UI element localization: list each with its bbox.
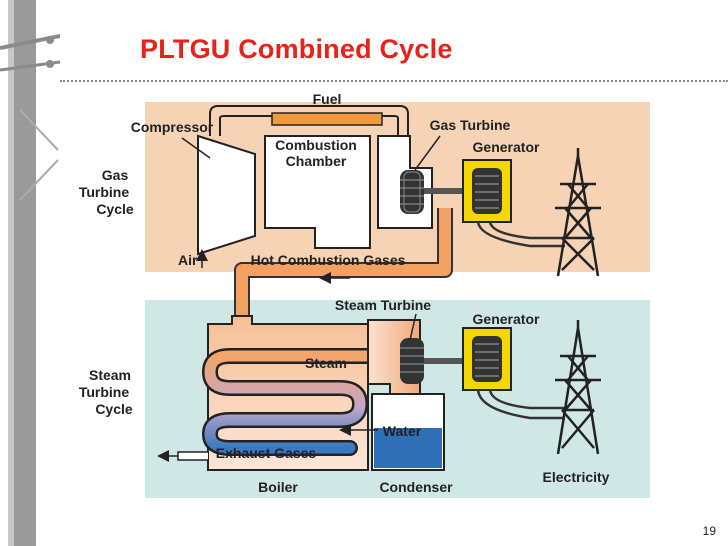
- generator-top-icon: [462, 159, 512, 223]
- power-tower-top-icon: [555, 148, 601, 277]
- exhaust-label: Exhaust Gases: [216, 445, 317, 461]
- generator-bottom-icon: [462, 327, 512, 391]
- title-divider: [60, 80, 728, 82]
- compressor: [197, 134, 256, 256]
- fuel-label: Fuel: [313, 91, 342, 107]
- steam-cycle-label-2: Turbine: [79, 384, 130, 400]
- compressor-label: Compressor: [131, 119, 214, 135]
- water-label: Water: [383, 423, 422, 439]
- electricity-label: Electricity: [543, 469, 610, 485]
- hot-gases-label: Hot Combustion Gases: [251, 252, 406, 268]
- combustion-chamber-label-2: Chamber: [286, 153, 347, 169]
- power-tower-bottom-icon: [555, 320, 601, 455]
- steam-cycle-label-1: Steam: [89, 367, 131, 383]
- generator-bottom-label: Generator: [473, 311, 540, 327]
- page-number: 19: [702, 524, 716, 538]
- slide-title: PLTGU Combined Cycle: [140, 34, 453, 64]
- air-label: Air: [178, 252, 198, 268]
- gas-cycle-label-1: Gas: [102, 167, 129, 183]
- steam-cycle-label-3: Cycle: [95, 401, 133, 417]
- decorative-pole-icon: [0, 0, 60, 546]
- combustion-chamber-label-1: Combustion: [275, 137, 357, 153]
- steam-label: Steam: [305, 355, 347, 371]
- condenser-label: Condenser: [379, 479, 453, 495]
- boiler-label: Boiler: [258, 479, 298, 495]
- steam-turbine-icon: [400, 338, 424, 384]
- combustion-chamber: [264, 135, 371, 249]
- steam-turbine-label: Steam Turbine: [335, 297, 431, 313]
- gas-turbine-icon: [400, 170, 424, 214]
- fuel-bar: [271, 112, 383, 126]
- gas-cycle-label-3: Cycle: [96, 201, 134, 217]
- gas-cycle-label-2: Turbine: [79, 184, 130, 200]
- generator-top-label: Generator: [473, 139, 540, 155]
- exhaust-pipe: [177, 451, 208, 461]
- gas-turbine-label: Gas Turbine: [430, 117, 511, 133]
- combined-cycle-diagram: Gas Turbine Cycle Steam Turbine Cycle: [79, 91, 650, 498]
